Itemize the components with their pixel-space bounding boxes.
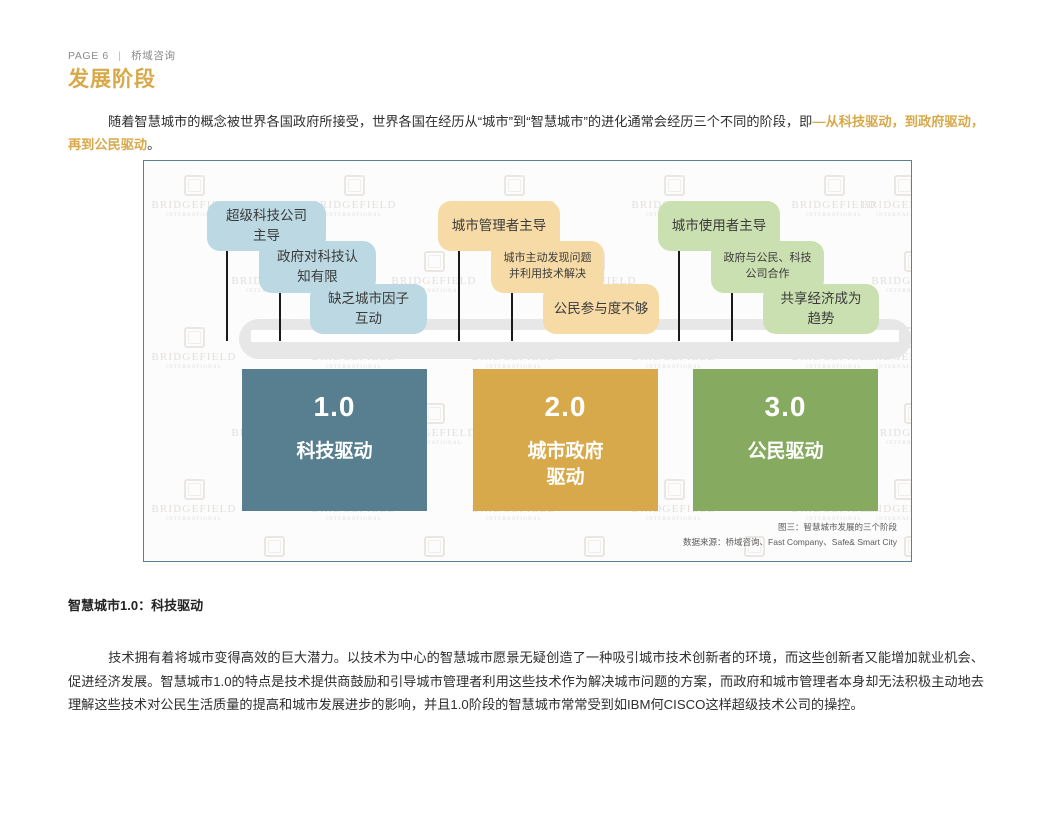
- intro-highlight: 从科技驱动，到政府驱动，再到公民驱动: [68, 114, 985, 153]
- watermark-name: BRIDGEFIELD: [854, 560, 911, 561]
- callout-lack-city-factor: 缺乏城市因子互动: [310, 284, 427, 334]
- phase-number: 2.0: [544, 391, 587, 422]
- phase-block-1: 1.0 科技驱动: [242, 369, 427, 511]
- phase-label: 公民驱动: [747, 441, 824, 462]
- watermark-name: BRIDGEFIELD: [534, 560, 654, 561]
- phase-block-3: 3.0 公民驱动: [693, 369, 878, 511]
- breadcrumb-separator: |: [118, 50, 122, 62]
- callout-low-citizen: 公民参与度不够: [543, 284, 659, 334]
- bridgefield-logo-icon: [893, 175, 911, 196]
- figure-caption-title: 图三：智慧城市发展的三个阶段: [777, 522, 897, 533]
- callout-text: 政府与公民、科技公司合作: [723, 252, 812, 280]
- callout-text: 缺乏城市因子互动: [328, 291, 409, 326]
- bridgefield-logo-icon: [183, 175, 205, 196]
- page-title: 发展阶段: [68, 68, 156, 91]
- bridgefield-logo-icon: [263, 536, 285, 557]
- phase-label: 城市政府驱动: [527, 441, 604, 488]
- callout-text: 城市主动发现问题并利用技术解决: [503, 252, 592, 280]
- phase-label: 科技驱动: [296, 441, 373, 462]
- bridgefield-logo-icon: [583, 536, 605, 557]
- watermark-name: BRIDGEFIELD: [151, 503, 237, 515]
- callout-text: 公民参与度不够: [553, 301, 649, 317]
- subsection-heading: 智慧城市1.0：科技驱动: [68, 598, 204, 613]
- phase-number: 3.0: [764, 391, 807, 422]
- breadcrumb: PAGE 6 | 桥域咨询: [68, 48, 176, 63]
- connector-line-3: [458, 231, 460, 341]
- bridgefield-logo-icon: [183, 327, 205, 348]
- connector-line-1: [226, 231, 228, 341]
- watermark-sub: INTERNATIONAL: [486, 516, 542, 522]
- intro-text-end: 。: [147, 137, 161, 153]
- bridgefield-logo-icon: [663, 479, 685, 500]
- bridgefield-logo-icon: [903, 536, 911, 557]
- connector-line-4: [511, 271, 513, 341]
- callout-text: 超级科技公司主导: [226, 208, 307, 243]
- bridgefield-logo-icon: [663, 175, 685, 196]
- phase-number: 1.0: [313, 391, 356, 422]
- connector-line-2: [279, 271, 281, 341]
- body-paragraph: 技术拥有着将城市变得高效的巨大潜力。以技术为中心的智慧城市愿景无疑创造了一种吸引…: [68, 646, 984, 717]
- body-paragraph-text: 技术拥有着将城市变得高效的巨大潜力。以技术为中心的智慧城市愿景无疑创造了一种吸引…: [68, 650, 984, 713]
- watermark-name: BRIDGEFIELD: [151, 351, 237, 363]
- bridgefield-logo-icon: [503, 175, 525, 196]
- callout-text: 共享经济成为趋势: [780, 291, 862, 326]
- watermark-sub: INTERNATIONAL: [876, 212, 911, 218]
- bridgefield-logo-icon: [423, 536, 445, 557]
- callout-sharing-economy: 共享经济成为趋势: [763, 284, 879, 334]
- bridgefield-logo-icon: [903, 403, 911, 424]
- callout-text: 城市使用者主导: [671, 218, 767, 234]
- watermark-sub: INTERNATIONAL: [166, 364, 222, 370]
- intro-text-part1: 随着智慧城市的概念被世界各国政府所接受，世界各国在经历从“城市”到“智慧城市”的…: [108, 114, 813, 130]
- watermark-name: BRIDGEFIELD: [214, 560, 334, 561]
- intro-dash: —: [812, 114, 826, 130]
- callout-text: 城市管理者主导: [451, 218, 547, 234]
- brand-label: 桥域咨询: [131, 50, 176, 62]
- figure-caption: 图三：智慧城市发展的三个阶段 数据来源：桥域咨询、Fast Company、Sa…: [683, 520, 897, 549]
- bridgefield-logo-icon: [183, 479, 205, 500]
- bridgefield-logo-icon: [423, 251, 445, 272]
- watermark-name: BRIDGEFIELD: [791, 199, 877, 211]
- callout-text: 政府对科技认知有限: [277, 249, 358, 284]
- figure-caption-source: 数据来源：桥域咨询、Fast Company、Safe& Smart City: [683, 536, 897, 547]
- bridgefield-logo-icon: [893, 479, 911, 500]
- page-number-label: PAGE 6: [68, 50, 109, 62]
- phase-block-2: 2.0 城市政府驱动: [473, 369, 658, 511]
- bridgefield-logo-icon: [903, 251, 911, 272]
- watermark-name: BRIDGEFIELD: [694, 560, 814, 561]
- bridgefield-logo-icon: [823, 175, 845, 196]
- connector-line-6: [731, 271, 733, 341]
- watermark-name: BRIDGEFIELD: [861, 199, 911, 211]
- intro-paragraph: 随着智慧城市的概念被世界各国政府所接受，世界各国在经历从“城市”到“智慧城市”的…: [68, 110, 984, 156]
- connector-line-5: [678, 231, 680, 341]
- watermark-sub: INTERNATIONAL: [166, 516, 222, 522]
- bridgefield-logo-icon: [343, 175, 365, 196]
- watermark-sub: INTERNATIONAL: [806, 212, 862, 218]
- watermark-name: BRIDGEFIELD: [374, 560, 494, 561]
- watermark-sub: INTERNATIONAL: [326, 516, 382, 522]
